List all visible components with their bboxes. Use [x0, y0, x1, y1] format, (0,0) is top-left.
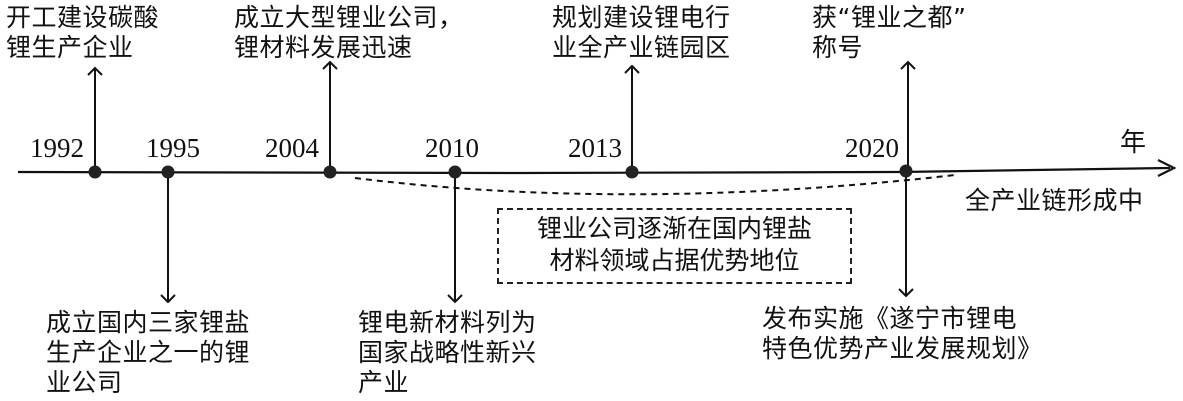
dot-2004 [323, 165, 337, 179]
event-2020-top-text: 获“锂业之都” 称号 [812, 3, 967, 62]
dot-2013 [625, 165, 639, 179]
year-label-2020: 2020 [845, 133, 899, 163]
dominance-box-text: 锂业公司逐渐在国内锂盐 材料领域占据优势地位 [536, 214, 812, 275]
dot-2020 [899, 164, 913, 178]
year-label-2013: 2013 [568, 133, 622, 163]
event-2013-text: 规划建设锂电行 业全产业链园区 [552, 3, 731, 62]
industry-chain-label: 全产业链形成中 [965, 186, 1144, 215]
dot-1992 [88, 165, 102, 179]
time-axis-line [17, 166, 1171, 175]
dominance-dashed-box [497, 208, 852, 284]
time-axis-arrowhead [1157, 159, 1177, 177]
dot-2010 [448, 165, 462, 179]
event-1995-text: 成立国内三家锂盐 生产企业之一的锂 业公司 [46, 308, 251, 397]
axis-unit-label: 年 [1120, 128, 1147, 158]
industry-chain-dashed-arc [354, 174, 956, 196]
year-label-2004: 2004 [265, 133, 319, 163]
event-2020-bottom-text: 发布实施《遂宁市锂电 特色优势产业发展规划》 [762, 304, 1043, 363]
event-2004-text: 成立大型锂业公司， 锂材料发展迅速 [234, 3, 464, 62]
year-label-1992: 1992 [30, 133, 84, 163]
event-1992-text: 开工建设碳酸 锂生产企业 [6, 3, 160, 62]
year-label-1995: 1995 [146, 133, 200, 163]
event-2010-text: 锂电新材料列为 国家战略性新兴 产业 [358, 308, 537, 397]
dot-1995 [161, 165, 175, 179]
year-label-2010: 2010 [425, 133, 479, 163]
